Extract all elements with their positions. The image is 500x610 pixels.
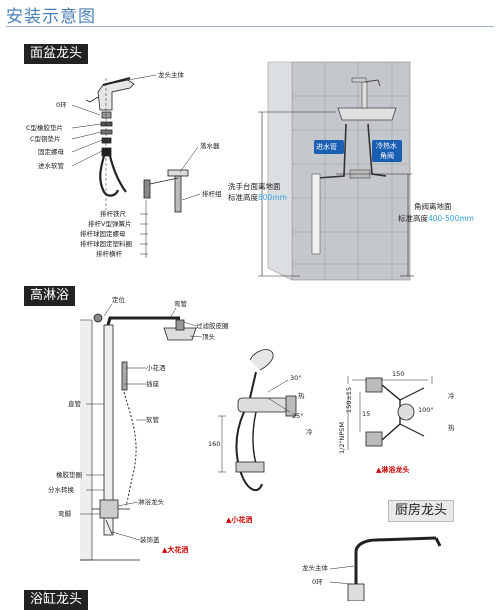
label-rod-horiz: 排杆横杆 — [96, 250, 122, 258]
dim-25deg: 25° — [292, 412, 304, 420]
label-c-copper-gasket: C型铜垫片 — [30, 135, 61, 143]
label-hot-bath: 热 — [448, 424, 455, 432]
label-locate: 定位 — [112, 296, 125, 304]
basin-faucet-drawing — [71, 74, 201, 258]
label-inlet-hose: 进水软管 — [38, 162, 64, 170]
label-small-shower: 小花洒 — [146, 364, 166, 372]
label-o-ring: 0环 — [56, 101, 67, 109]
label-hose: 软管 — [146, 416, 159, 424]
badge-hot-cold-1: 冷热水 — [376, 142, 397, 150]
label-cold-small: 冷 — [306, 428, 313, 436]
label-socket: 插座 — [146, 380, 159, 388]
label-decor-cover: 装饰盖 — [140, 536, 160, 544]
valve-height-value: 400-500mm — [428, 214, 474, 223]
label-basin-standard: 标准高度800mm — [228, 193, 287, 202]
dim-30deg: 30° — [290, 374, 302, 382]
label-head: 顶头 — [202, 333, 215, 341]
page-title: 安装示意图 — [6, 7, 96, 27]
label-c-rubber-gasket: C型橡胶垫片 — [26, 124, 64, 132]
label-drain-set: 排杆组 — [202, 190, 222, 198]
label-valve-height: 角阀离地面 — [414, 202, 452, 211]
title-divider — [6, 26, 494, 27]
label-diverter: 分水转换 — [48, 486, 74, 494]
label-drain: 落水器 — [200, 142, 220, 150]
label-rod-iron: 排杆铁尺 — [100, 210, 126, 218]
caption-big-shower: ▲大花洒 — [162, 546, 189, 554]
badge-hot-cold-2: 角阀 — [380, 152, 394, 160]
dim-npsm: 1/2"NPSM — [337, 422, 346, 454]
label-faucet-body: 龙头主体 — [158, 71, 184, 79]
badge-inlet-pipe: 进水管 — [316, 143, 337, 151]
high-shower-drawing — [80, 303, 203, 561]
basin-height-value: 800mm — [258, 193, 287, 202]
label-kitchen-body: 龙头主体 — [302, 564, 328, 572]
dim-150-15: 150±15 — [345, 386, 354, 414]
label-hot-small: 热 — [298, 392, 305, 400]
label-rubber-gasket: 橡胶垫圈 — [56, 471, 82, 479]
label-straight-pipe: 直管 — [68, 400, 81, 408]
section-high-shower: 高淋浴 — [24, 286, 76, 306]
label-rod-fix-nut: 排杆球固定螺母 — [80, 230, 126, 238]
label-cold-bath: 冷 — [448, 392, 455, 400]
label-valve-standard: 标准高度400-500mm — [398, 214, 474, 223]
bath-mixer-drawing — [347, 376, 433, 450]
label-basin-height: 洗手台面离地面 — [228, 182, 281, 191]
label-kitchen-o-ring: 0环 — [312, 578, 323, 586]
wall-installation-drawing — [258, 61, 414, 281]
label-filter-ring: 过滤胶皮圈 — [196, 322, 229, 330]
label-rod-v-spring: 排杆V型弹簧片 — [88, 220, 132, 228]
dim-160: 160 — [208, 440, 221, 448]
label-rod-fix-gasket: 排杆球固定塑料圈 — [80, 240, 132, 248]
caption-bath-mixer: ▲淋浴龙头 — [376, 466, 410, 474]
dim-100deg: 100° — [418, 406, 434, 414]
dim-15: 15 — [362, 410, 371, 418]
caption-small-shower: ▲小花洒 — [226, 516, 253, 524]
small-shower-drawing — [218, 349, 297, 492]
label-mixer: 淋浴龙头 — [138, 498, 164, 506]
dim-150: 150 — [392, 370, 405, 378]
label-fix-nut: 固定螺母 — [38, 148, 64, 156]
section-kitchen-faucet: 厨房龙头 — [388, 500, 455, 522]
kitchen-faucet-drawing — [329, 536, 442, 601]
section-basin-faucet: 面盆龙头 — [24, 44, 89, 64]
label-elbow: 弯脚 — [58, 510, 71, 518]
label-bend-pipe: 弯管 — [174, 300, 187, 308]
